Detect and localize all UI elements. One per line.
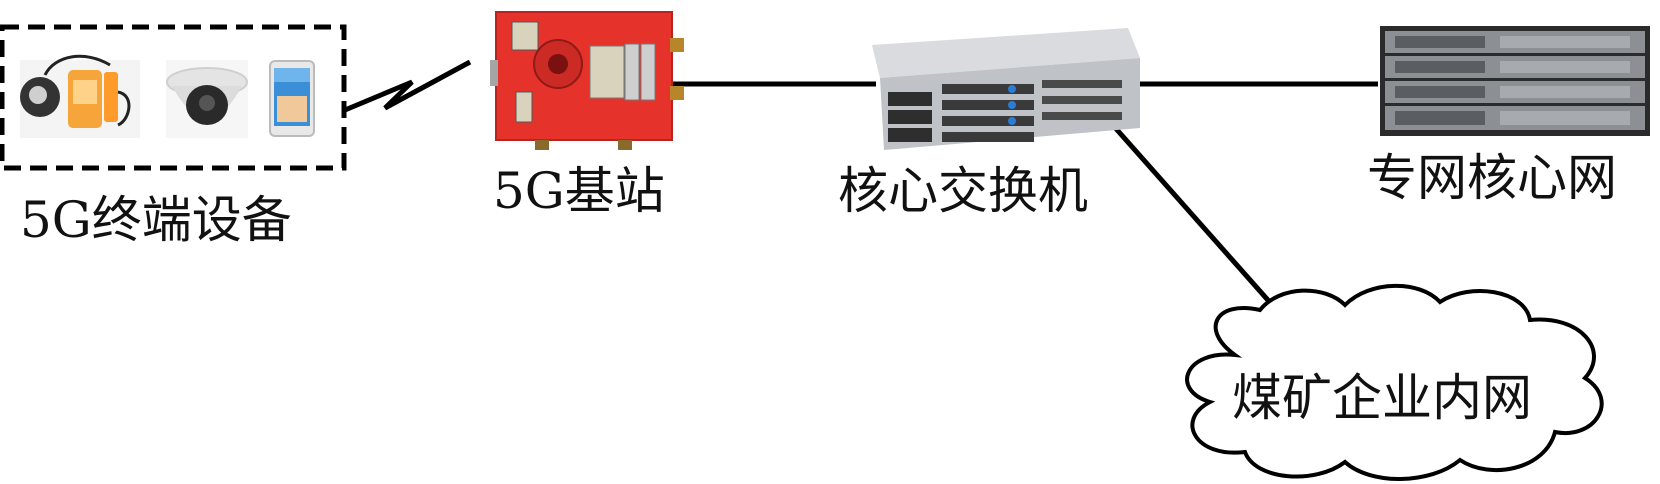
server-rack-icon [1380, 26, 1650, 136]
core-switch-label: 核心交换机 [838, 162, 1088, 220]
cloud-icon [1185, 283, 1604, 481]
smartphone-icon [269, 60, 315, 137]
terminal-device-group [0, 24, 347, 171]
wireless-link [344, 59, 472, 113]
private-core-label: 专网核心网 [1367, 149, 1617, 207]
miner-lamp-icon [20, 54, 140, 138]
dome-camera-icon [166, 60, 248, 138]
explosion-proof-base-station-icon [490, 11, 684, 150]
terminal-devices-label: 5G终端设备 [20, 191, 292, 249]
enterprise-intranet-label: 煤矿企业内网 [1232, 369, 1532, 427]
link-switch-to-intranet [1093, 103, 1292, 327]
rack-switch-icon [872, 28, 1140, 150]
base-station-label: 5G基站 [493, 162, 665, 220]
dashed-group-border [0, 24, 347, 171]
